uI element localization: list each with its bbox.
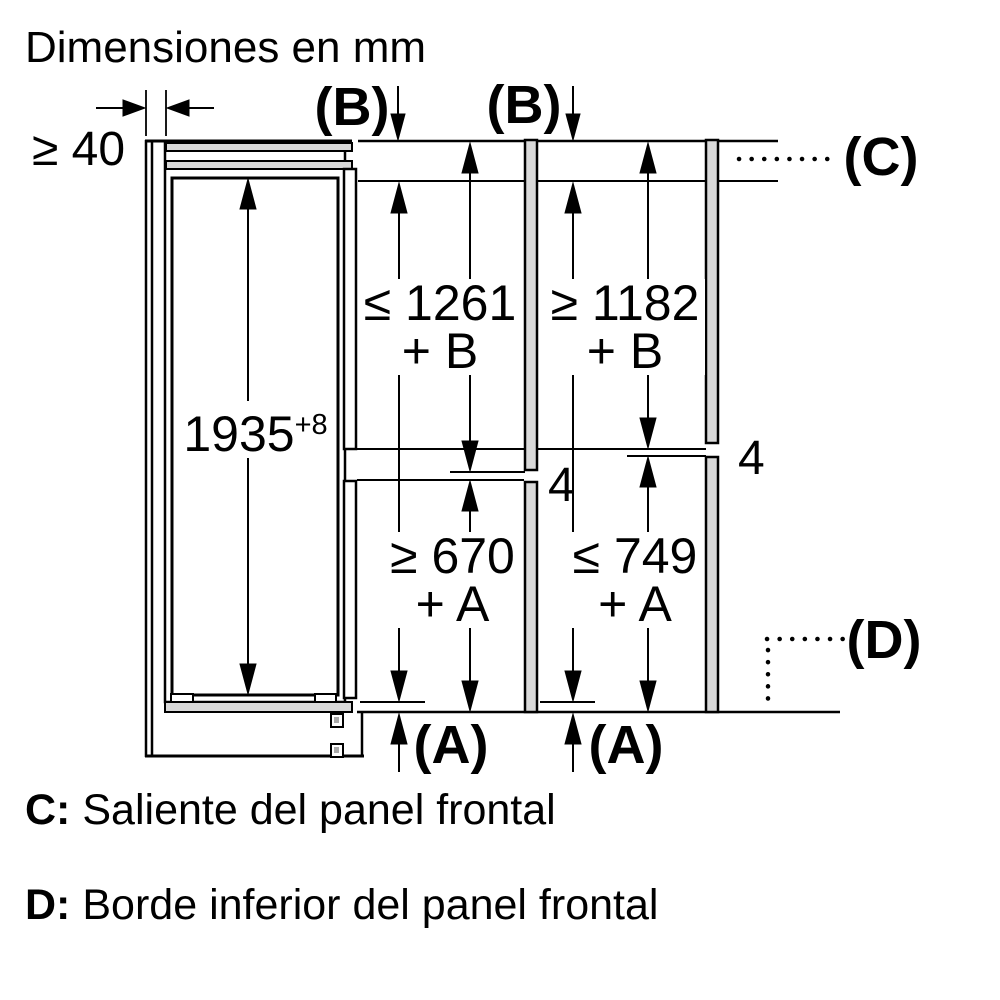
ref-c-label: (C) (843, 127, 919, 187)
ref-a-label-left: (A) (413, 715, 489, 775)
panel-top-label-right: (B) (486, 75, 562, 135)
panel-top-label-left: (B) (314, 77, 390, 137)
niche-outline (144, 139, 364, 758)
legend-line-d: D:Borde inferior del panel frontal (25, 882, 658, 928)
legend-line-c: C:Saliente del panel frontal (25, 787, 556, 833)
legend-d-text: Borde inferior del panel frontal (82, 881, 659, 929)
col3-lower-value: ≤ 749 (572, 528, 698, 584)
col2-lower-dimension: ≥ 670 + A (388, 528, 517, 632)
niche-height-tolerance: +8 (294, 409, 328, 441)
legend-c-text: Saliente del panel frontal (82, 786, 556, 834)
col2-upper-value: ≤ 1261 (363, 275, 517, 331)
page-title: Dimensiones en mm (25, 23, 427, 72)
col3-lower-addend: + A (598, 576, 672, 632)
legend-c-key: C: (25, 786, 71, 834)
ref-d-label: (D) (846, 610, 922, 670)
door-panel-column-2 (523, 138, 539, 714)
col3-upper-addend: + B (586, 323, 664, 379)
legend-d-key: D: (25, 881, 71, 929)
col3-lower-dimension: ≤ 749 + A (566, 528, 704, 632)
col3-upper-dimension: ≥ 1182 + B (545, 275, 705, 379)
reference-dotted-lines (736, 156, 847, 713)
col2-lower-addend: + A (415, 576, 490, 632)
wall-gap-dimension: ≥ 40 (32, 123, 126, 176)
col2-upper-addend: + B (401, 323, 479, 379)
ref-a-label-right: (A) (588, 715, 664, 775)
col3-gap-dimension: 4 (738, 432, 765, 485)
col2-upper-dimension: ≤ 1261 + B (363, 275, 517, 379)
col3-upper-value: ≥ 1182 (550, 275, 700, 331)
col2-gap-dimension: 4 (548, 459, 575, 512)
door-panel-column-3 (704, 138, 720, 714)
niche-height-value: 1935 (183, 406, 295, 462)
col2-lower-value: ≥ 670 (390, 528, 515, 584)
niche-height-dimension: 1935+8 (183, 401, 328, 459)
